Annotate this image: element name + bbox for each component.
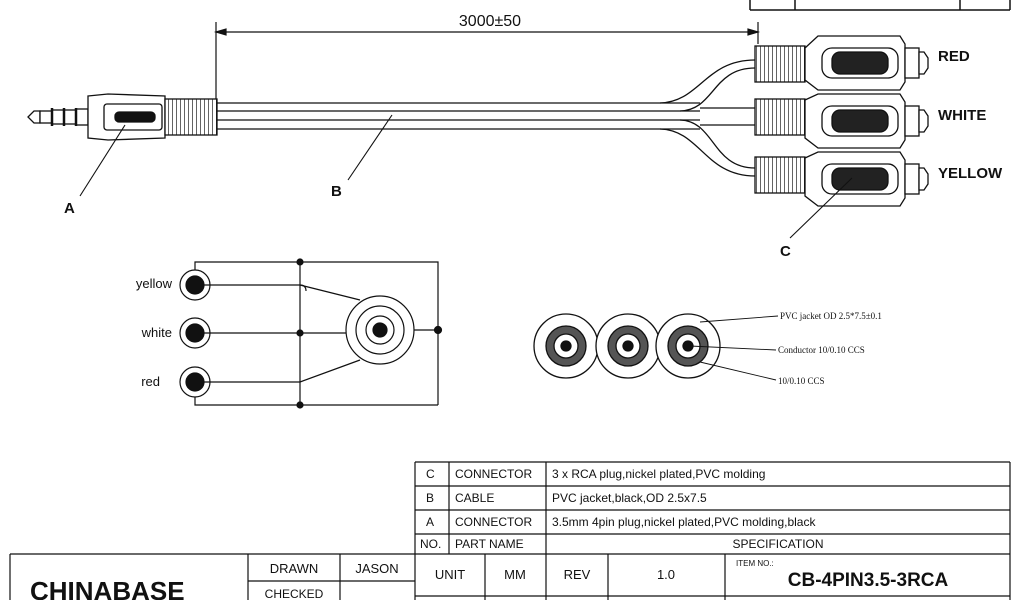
bom-header-part: PART NAME [455,537,524,551]
bom-row-spec: PVC jacket,black,OD 2.5x7.5 [552,491,707,505]
shield-note: 10/0.10 CCS [778,376,825,386]
bom-header-spec: SPECIFICATION [732,537,823,551]
company-name: CHINABASE [30,576,185,600]
corner-table-fragment [749,0,1011,11]
callout-a: A [64,200,75,217]
unit-label: UNIT [435,567,465,582]
plug-label-white: WHITE [938,107,986,124]
bom-row-part: CABLE [455,491,494,505]
cross-section-leaders [689,315,779,381]
bom-header-no: NO. [420,537,441,551]
rca-plug-white [754,93,929,149]
callout-c: C [780,243,791,260]
bom-row-no: C [426,467,435,481]
schematic-label-red: red [141,374,160,389]
callout-b: B [331,183,342,200]
title-block [9,553,1010,600]
callout-leaders [79,114,853,239]
drawn-value: JASON [355,561,398,576]
bom-row-part: CONNECTOR [455,515,532,529]
bom-row-no: B [426,491,434,505]
unit-value: MM [504,567,526,582]
conductor-note: Conductor 10/0.10 CCS [778,345,865,355]
bom-row-spec: 3.5mm 4pin plug,nickel plated,PVC moldin… [552,515,816,529]
wiring-schematic [179,258,443,409]
rev-value: 1.0 [657,567,675,582]
rca-plug-yellow [754,151,929,207]
plug-label-red: RED [938,48,970,65]
trrs-plug [27,93,218,141]
item-number: CB-4PIN3.5-3RCA [788,570,949,591]
bom-row-spec: 3 x RCA plug,nickel plated,PVC molding [552,467,765,481]
dimension-label: 3000±50 [459,13,521,30]
cable-body [217,59,756,177]
rev-label: REV [564,567,591,582]
bill-of-materials [414,461,1011,600]
plug-label-yellow: YELLOW [938,165,1003,182]
schematic-label-yellow: yellow [136,276,173,291]
length-dimension [213,22,761,100]
checked-label: CHECKED [265,587,324,600]
drawn-label: DRAWN [270,561,319,576]
schematic-label-white: white [141,325,172,340]
bom-row-part: CONNECTOR [455,467,532,481]
item-number-label: ITEM NO.: [736,559,774,568]
bom-row-no: A [426,515,434,529]
cable-cross-section [533,313,721,379]
jacket-note: PVC jacket OD 2.5*7.5±0.1 [780,311,882,321]
rca-plug-red [754,35,929,91]
